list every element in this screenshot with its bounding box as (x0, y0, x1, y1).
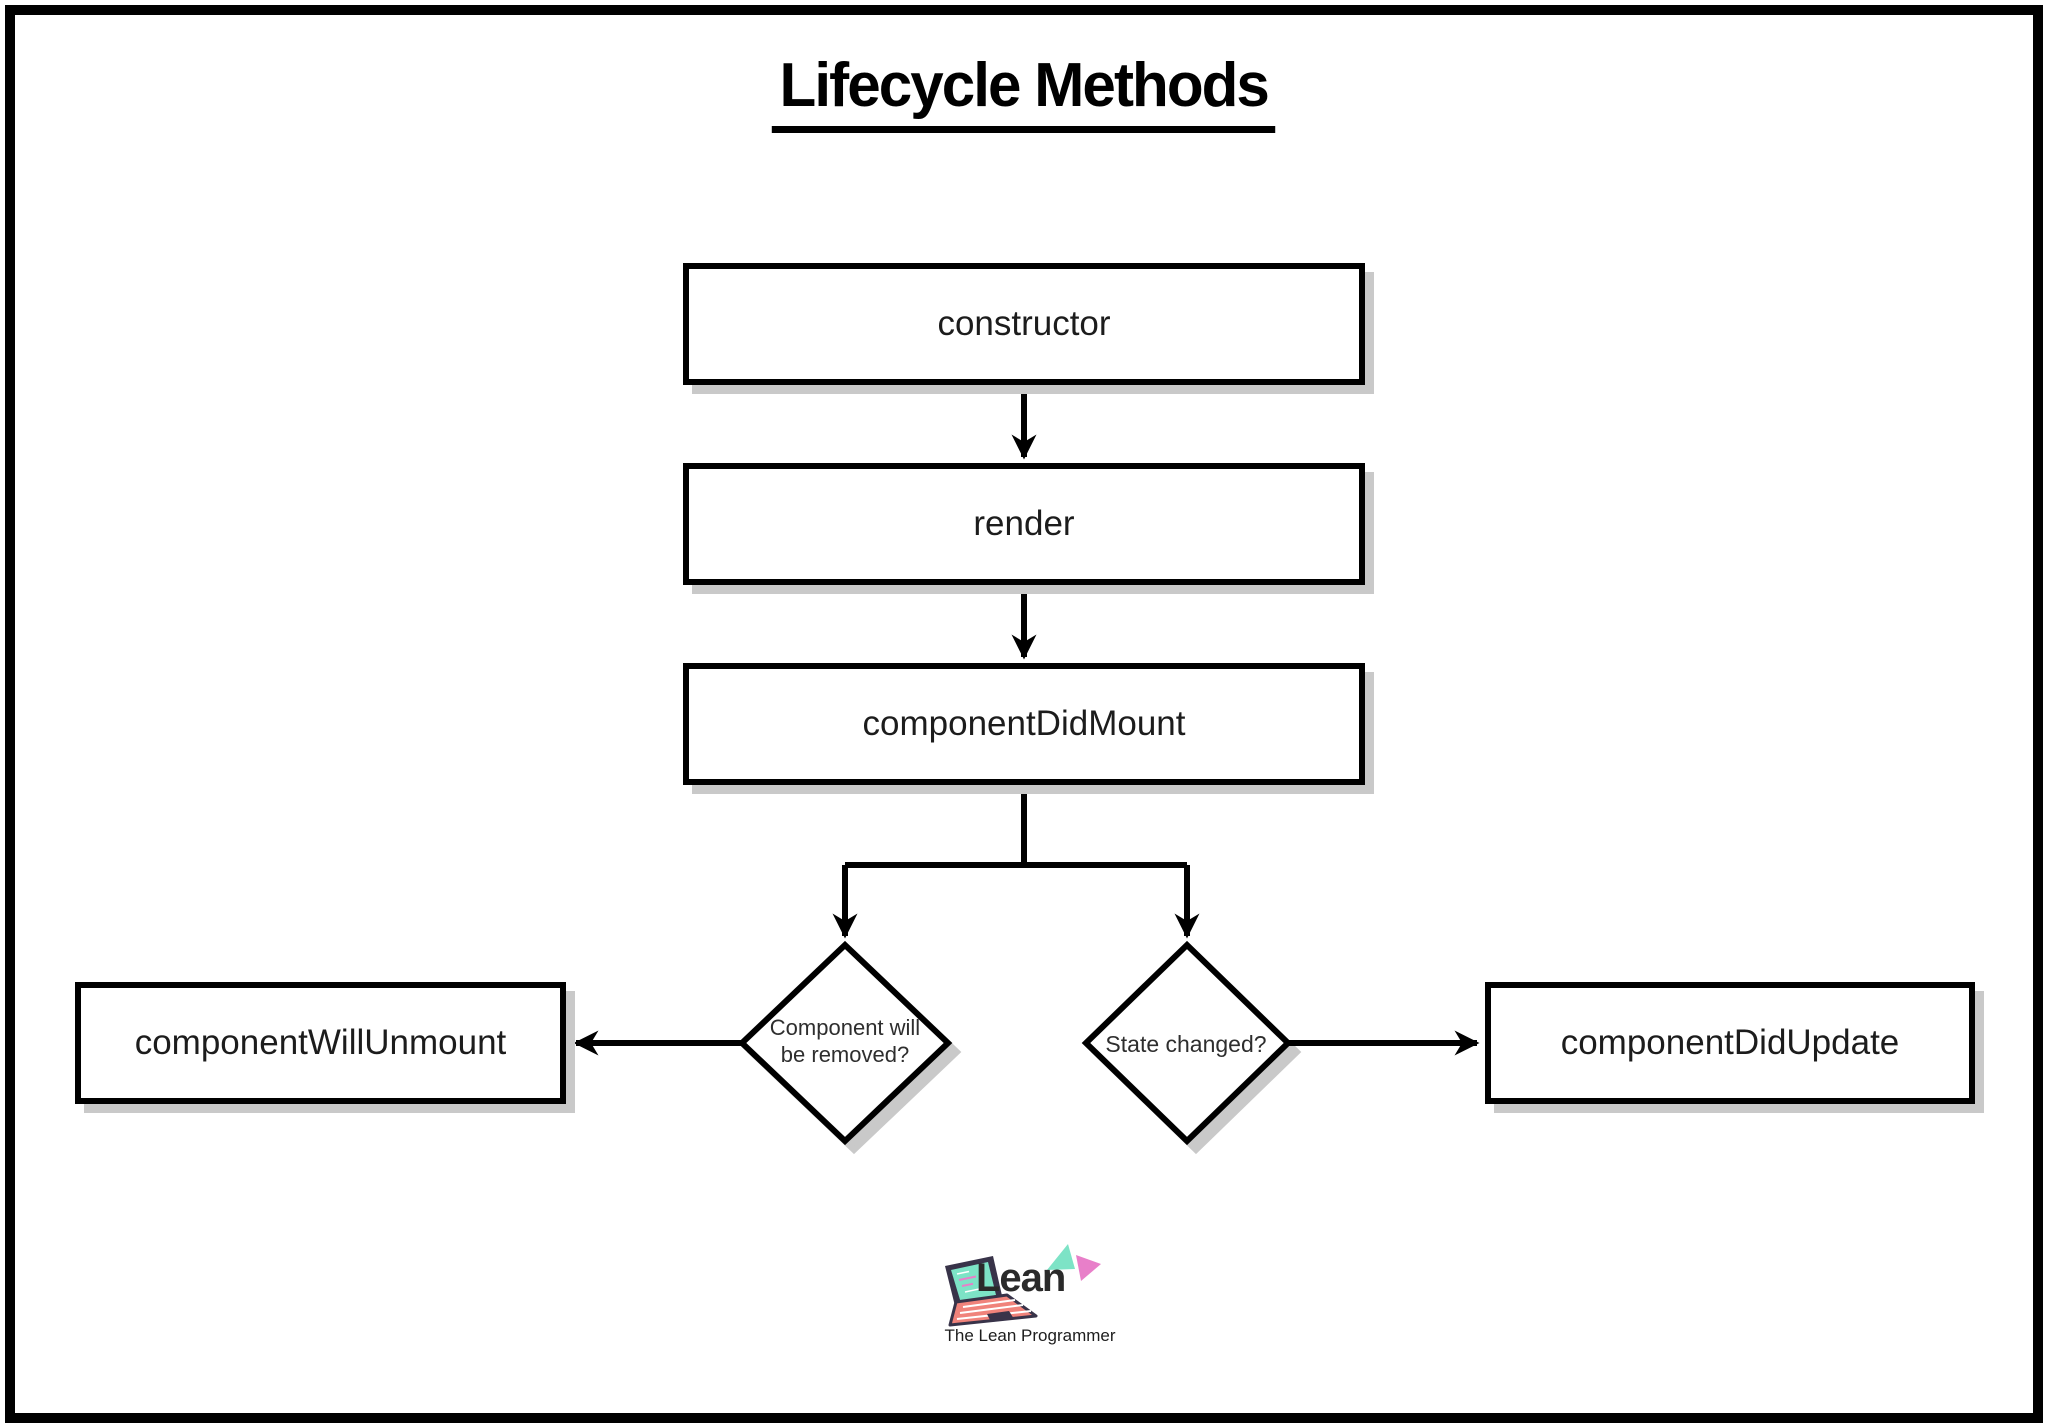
pink-triangle-icon (1076, 1255, 1101, 1281)
lean-logo-wordmark: Lean (976, 1256, 1066, 1300)
decision-label-line: Component will (769, 1015, 921, 1041)
flow-node-component-did-mount: componentDidMount (683, 663, 1365, 785)
flow-node-label: componentDidUpdate (1560, 1023, 1900, 1062)
lean-logo-laptop-icon (945, 1244, 1101, 1327)
flow-node-label: componentDidMount (862, 704, 1186, 743)
decision-label-line: State changed? (1105, 1030, 1267, 1057)
flow-node-render: render (683, 463, 1365, 585)
flow-node-constructor: constructor (683, 263, 1365, 385)
flow-node-component-did-update: componentDidUpdate (1485, 982, 1975, 1104)
decision-label-line: be removed? (780, 1042, 910, 1067)
mint-triangle-icon (1047, 1244, 1075, 1270)
lean-logo-tagline: The Lean Programmer (944, 1326, 1116, 1345)
flow-node-label: render (973, 504, 1075, 543)
flow-node-component-will-unmount: componentWillUnmount (75, 982, 566, 1104)
decision-state-changed-label: State changed? (1086, 1028, 1286, 1060)
flow-node-label: componentWillUnmount (134, 1023, 507, 1062)
decision-will-removed-label: Component will be removed? (745, 1012, 945, 1072)
page-title-row: Lifecycle Methods (0, 50, 2048, 133)
flow-node-label: constructor (937, 304, 1111, 343)
page-title: Lifecycle Methods (772, 50, 1276, 133)
